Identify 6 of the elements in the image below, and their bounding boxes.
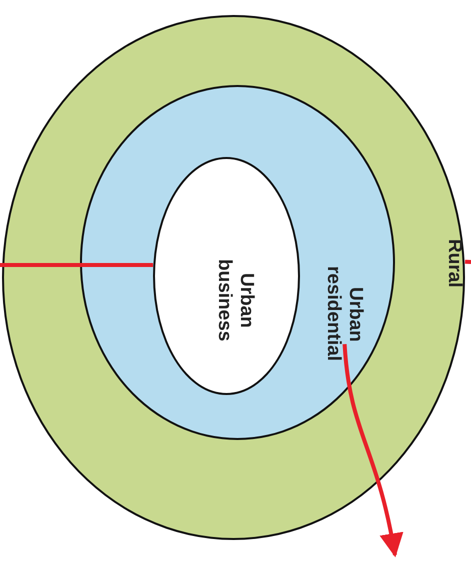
zone-label: Urban business — [213, 258, 257, 344]
arrow — [342, 344, 403, 558]
connector-line — [464, 260, 471, 264]
zone-label: Urban residential — [322, 265, 366, 364]
zone-label: Rural — [443, 239, 465, 288]
connector-line — [0, 263, 153, 268]
